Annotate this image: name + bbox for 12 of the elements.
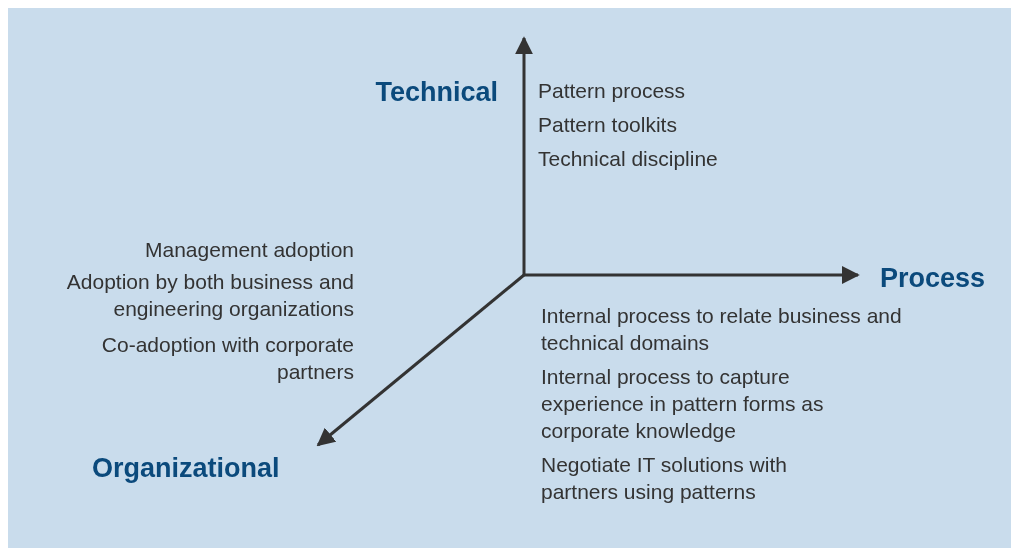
list-item: Technical discipline — [538, 146, 719, 172]
list-item: Internal process to capture experience in pattern forms as corporate knowledge — [541, 364, 825, 444]
list-item: Management adoption — [144, 237, 354, 263]
list-item: Pattern process — [538, 78, 687, 104]
axis-title: Process — [880, 262, 987, 294]
list-item: Co-adoption with corporate partners — [100, 332, 354, 385]
axis-title: Technical — [374, 76, 498, 108]
list-item: Internal process to relate business and technical domains — [541, 303, 903, 356]
list-item: Negotiate IT solutions with partners using patterns — [541, 452, 788, 505]
list-item: Pattern toolkits — [538, 112, 678, 138]
axis-title: Organizational — [92, 452, 281, 484]
list-item: Adoption by both business and engineering organizations — [65, 269, 354, 322]
